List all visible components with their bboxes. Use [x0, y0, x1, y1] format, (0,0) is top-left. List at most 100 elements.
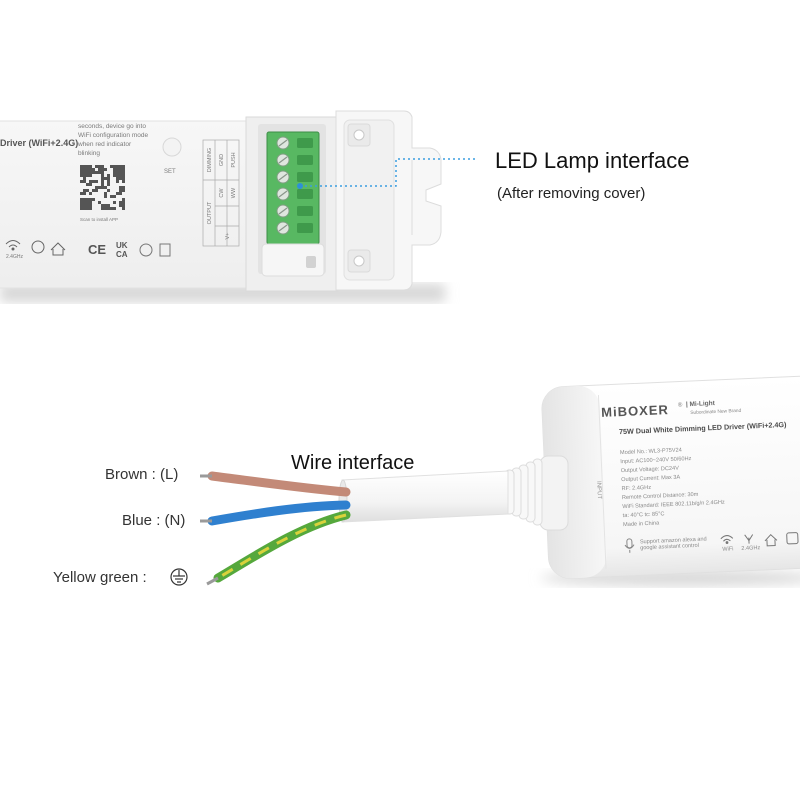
microphone-icon [624, 538, 635, 553]
qr-module [92, 171, 95, 174]
qr-module [86, 171, 89, 174]
qr-module [104, 207, 107, 210]
qr-module [107, 207, 110, 210]
qr-module [113, 207, 116, 210]
qr-module [89, 174, 92, 177]
ukca-mark-ca: CA [116, 250, 128, 259]
qr-module [95, 186, 98, 189]
home-icon [50, 242, 66, 256]
qr-module [110, 165, 113, 168]
qr-module [107, 204, 110, 207]
brand-logo: MiBOXER [601, 402, 669, 420]
qr-module [122, 165, 125, 168]
bottom-driver: INPUT MiBOXER ® | Mi-Light Subordinate N… [53, 375, 800, 586]
qr-module [107, 180, 110, 183]
spec-line: Output Current: Max 3A [621, 475, 681, 484]
qr-module [101, 171, 104, 174]
qr-module [110, 195, 113, 198]
screw-slot [278, 207, 288, 215]
qr-module [83, 165, 86, 168]
qr-module [95, 165, 98, 168]
qr-module [89, 204, 92, 207]
qr-module [98, 168, 101, 171]
qr-module [83, 198, 86, 201]
qr-module [119, 174, 122, 177]
qr-module [86, 174, 89, 177]
svg-text:OUTPUT: OUTPUT [207, 201, 213, 224]
spec-line: Made in China [623, 520, 660, 528]
qr-module [122, 186, 125, 189]
top-driver: Driver (WiFi+2.4G) seconds, device go in… [0, 110, 689, 302]
qr-module [101, 183, 104, 186]
qr-module [116, 177, 119, 180]
qr-module [107, 189, 110, 192]
cable-gland [504, 455, 569, 531]
qr-module [104, 204, 107, 207]
wire-interface-title: Wire interface [291, 452, 414, 474]
qr-module [86, 201, 89, 204]
qr-module [86, 189, 89, 192]
qr-module [86, 198, 89, 201]
wifi-label: WiFi [722, 546, 733, 552]
spec-line: RF: 2.4GHz [621, 485, 651, 492]
terminal-wire-entry [297, 155, 313, 165]
qr-module [122, 168, 125, 171]
svg-text:GND: GND [219, 154, 225, 166]
terminal-wire-entry [297, 189, 313, 199]
spec-list: Model No.: WL3-P75V24 Input: AC100~240V … [620, 447, 725, 528]
qr-module [80, 192, 83, 195]
qr-module [80, 180, 83, 183]
qr-module [122, 174, 125, 177]
spec-line: Remote Control Distance: 30m [622, 492, 699, 501]
qr-module [113, 195, 116, 198]
qr-module [89, 183, 92, 186]
wifi-icon [720, 535, 734, 544]
wifi-instructions: seconds, device go into WiFi configurati… [77, 123, 148, 157]
qr-module [104, 192, 107, 195]
svg-text:WiFi configuration mode: WiFi configuration mode [78, 132, 148, 139]
spec-line: Model No.: WL3-P75V24 [620, 447, 682, 456]
top-driver-title: Driver (WiFi+2.4G) [0, 138, 78, 148]
qr-module [113, 165, 116, 168]
qr-module [89, 207, 92, 210]
qr-module [89, 180, 92, 183]
bin-icon [159, 243, 171, 257]
home-icon [764, 533, 778, 547]
qr-module [89, 201, 92, 204]
ukca-mark-uk: UK [116, 241, 128, 250]
qr-module [113, 168, 116, 171]
qr-module [122, 207, 125, 210]
wifi-icon [5, 240, 21, 251]
qr-module [119, 186, 122, 189]
sub-brand-tagline: Subordinate New Brand [690, 408, 741, 416]
yellow-green-wire [213, 510, 351, 583]
qr-module [83, 207, 86, 210]
voice-note-line: google assistant control [640, 543, 699, 552]
qr-module [83, 192, 86, 195]
led-lamp-interface-note: (After removing cover) [497, 185, 645, 202]
qr-module [122, 177, 125, 180]
qr-module [83, 201, 86, 204]
qr-module [83, 180, 86, 183]
qr-module [80, 201, 83, 204]
svg-text:DIMMING: DIMMING [207, 148, 213, 172]
blue-wire [207, 500, 351, 526]
terminal-wire-entry [297, 206, 313, 216]
qr-module [119, 189, 122, 192]
qr-module [98, 201, 101, 204]
qr-module [107, 174, 110, 177]
qr-module [83, 168, 86, 171]
brand-registered: ® [678, 401, 683, 408]
qr-module [116, 180, 119, 183]
qr-module [122, 201, 125, 204]
led-callout-dot [297, 183, 303, 189]
qr-module [122, 171, 125, 174]
qr-module [89, 198, 92, 201]
blue-wire-label: Blue : (N) [122, 512, 185, 529]
qr-module [107, 183, 110, 186]
qr-module [116, 165, 119, 168]
screw-slot [278, 190, 288, 198]
qr-module [83, 174, 86, 177]
terminal-label-table: DIMMING GND PUSH OUTPUT CW WW V+ [202, 139, 240, 247]
qr-module [113, 174, 116, 177]
